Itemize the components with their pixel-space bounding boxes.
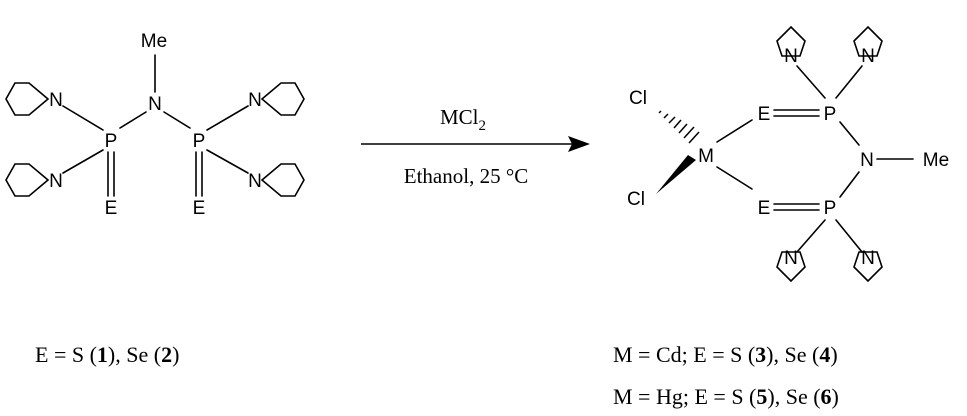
ligand-p-right-label: P [193,131,206,152]
bond-pleft-ring-bottom [62,149,104,174]
bond-n-pright [163,111,191,129]
bond-pright-ring-top [206,105,249,131]
complex-e-bottom-label: E [758,198,771,219]
piperidine-ring-left-top [5,82,50,116]
conditions-label: Ethanol, 25 °C [404,164,528,188]
bond-m-ebottom [716,166,753,190]
arrow-head [568,136,590,152]
bond-pbottom-n [839,171,860,198]
ligand-ring-n-label: N [49,171,63,192]
complex-methyl-label: Me [923,150,949,171]
complex-e-top-label: E [758,104,771,125]
bond-n-pleft [119,111,147,129]
complex-caption-hg: M = Hg; E = S (5), Se (6) [613,384,839,409]
complex-bridge-n-label: N [860,150,874,171]
ligand-e-right-label: E [193,198,206,219]
bond-pright-ring-bottom [206,149,249,174]
bond-ptop-ring-left [796,65,826,99]
piperidine-ring-right-top [260,82,305,116]
complex-ring-n-label: N [784,46,798,67]
ligand-bridge-n-label: N [148,94,162,115]
reagent-label: MCl2 [440,105,486,134]
wedge-bond-cl-m [656,155,696,194]
complex-caption-cd: M = Cd; E = S (3), Se (4) [613,342,838,367]
complex-ring-n-label: N [861,248,875,269]
complex-structure: Cl Cl M E E P P N Me N N N N [627,26,949,282]
piperidine-ring-right-bottom [260,163,305,197]
bond-pleft-ring-top [62,105,104,131]
complex-p-bottom-label: P [824,198,837,219]
piperidine-ring-left-bottom [5,163,50,197]
hashed-bond-cl-m [658,110,700,144]
bond-ptop-n [839,121,860,146]
ligand-structure: Me N P P E E N N N N [5,31,305,219]
complex-ring-n-label: N [861,46,875,67]
ligand-ring-n-label: N [248,90,262,111]
complex-cl-top-label: Cl [629,88,647,109]
bond-pbottom-ring-right [835,219,863,253]
ligand-p-left-label: P [105,131,118,152]
ligand-ring-n-label: N [248,171,262,192]
bond-pbottom-ring-left [796,219,826,253]
bond-m-etop [716,119,753,143]
complex-p-top-label: P [824,104,837,125]
complex-ring-n-label: N [784,248,798,269]
complex-cl-bottom-label: Cl [627,189,645,210]
ligand-e-left-label: E [105,198,118,219]
ligand-ring-n-label: N [49,90,63,111]
reaction-arrow-group: MCl2 Ethanol, 25 °C [361,105,590,188]
bond-ptop-ring-right [835,65,863,99]
ligand-caption: E = S (1), Se (2) [35,342,179,367]
complex-metal-label: M [698,146,714,167]
ligand-methyl-label: Me [141,31,167,52]
